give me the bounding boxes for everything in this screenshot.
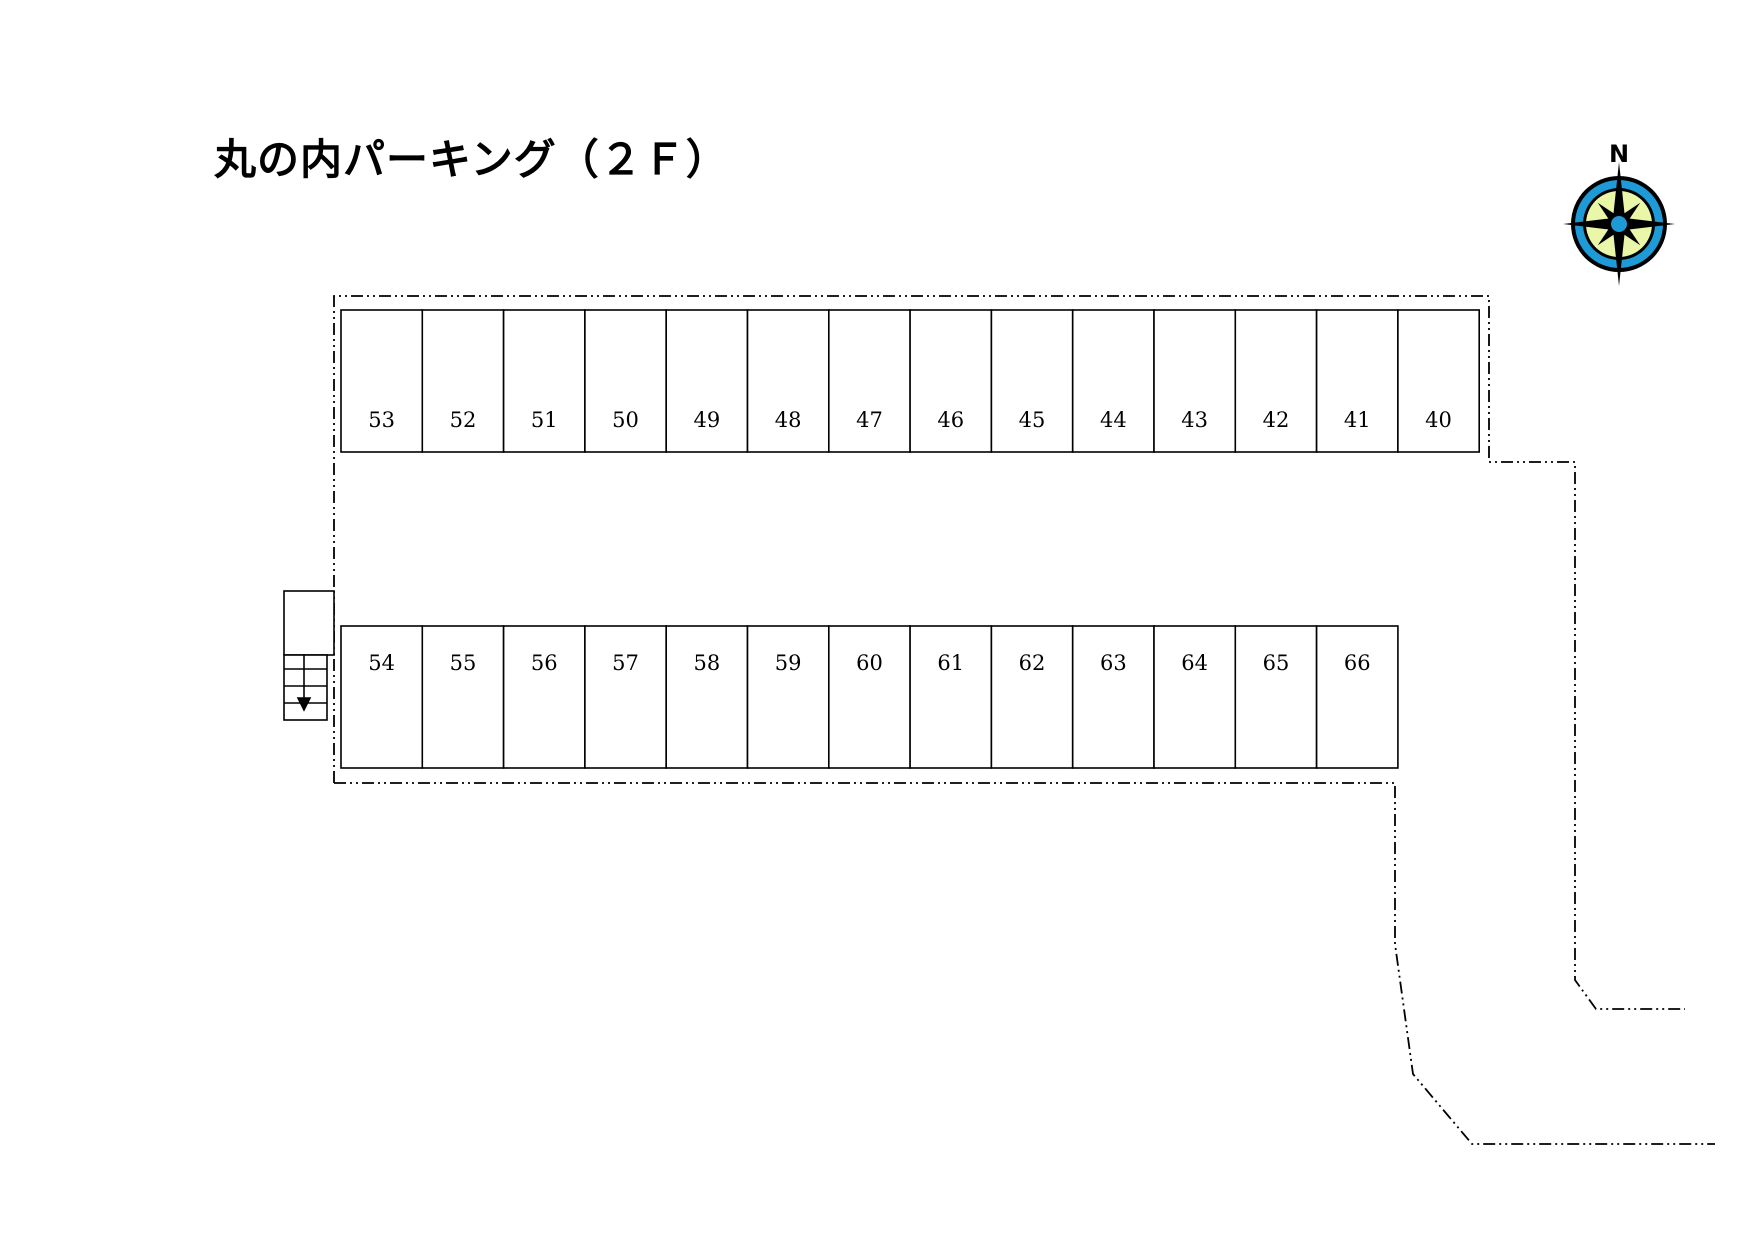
parking-space-number: 57 <box>612 651 639 675</box>
parking-space-number: 58 <box>693 651 720 675</box>
parking-space-number: 65 <box>1263 651 1290 675</box>
parking-space-number: 41 <box>1344 408 1371 432</box>
parking-space[interactable]: 52 <box>421 309 505 453</box>
parking-space[interactable]: 42 <box>1234 309 1318 453</box>
parking-space-number: 50 <box>612 408 639 432</box>
stair-down-icon[interactable] <box>283 590 335 721</box>
compass-north-icon: N <box>1563 140 1675 286</box>
parking-space[interactable]: 47 <box>827 309 911 453</box>
parking-space-number: 64 <box>1181 651 1208 675</box>
parking-space[interactable]: 41 <box>1315 309 1399 453</box>
parking-space-number: 54 <box>368 651 395 675</box>
parking-space-number: 42 <box>1263 408 1290 432</box>
parking-space[interactable]: 59 <box>746 625 830 769</box>
parking-space-number: 55 <box>450 651 477 675</box>
parking-space-number: 60 <box>856 651 883 675</box>
parking-space[interactable]: 60 <box>827 625 911 769</box>
parking-space[interactable]: 49 <box>665 309 749 453</box>
parking-space-number: 51 <box>531 408 558 432</box>
page-title: 丸の内パーキング（２Ｆ） <box>214 135 729 184</box>
parking-space[interactable]: 58 <box>665 625 749 769</box>
parking-space-number: 40 <box>1425 408 1452 432</box>
parking-space[interactable]: 53 <box>340 309 424 453</box>
parking-space[interactable]: 48 <box>746 309 830 453</box>
parking-space[interactable]: 46 <box>909 309 993 453</box>
parking-space-number: 62 <box>1019 651 1046 675</box>
parking-space-number: 61 <box>937 651 964 675</box>
bottom-row-spaces: 54 55 56 57 58 59 60 61 62 63 64 65 66 <box>340 625 1399 769</box>
parking-space[interactable]: 63 <box>1071 625 1155 769</box>
parking-space-number: 66 <box>1344 651 1371 675</box>
parking-space[interactable]: 54 <box>340 625 424 769</box>
parking-space-number: 46 <box>937 408 964 432</box>
parking-space[interactable]: 65 <box>1234 625 1318 769</box>
compass-north-label: N <box>1609 140 1629 168</box>
parking-space-number: 63 <box>1100 651 1127 675</box>
parking-space-number: 47 <box>856 408 883 432</box>
parking-space-number: 52 <box>450 408 477 432</box>
parking-space[interactable]: 50 <box>584 309 668 453</box>
parking-space[interactable]: 43 <box>1153 309 1237 453</box>
parking-space[interactable]: 40 <box>1397 309 1481 453</box>
top-row-spaces: 53 52 51 50 49 48 47 46 45 44 43 42 41 40 <box>340 309 1481 453</box>
parking-space[interactable]: 56 <box>502 625 586 769</box>
parking-space[interactable]: 66 <box>1315 625 1399 769</box>
boundary-line <box>333 295 1715 1145</box>
parking-space[interactable]: 61 <box>909 625 993 769</box>
parking-space[interactable]: 51 <box>502 309 586 453</box>
parking-space[interactable]: 57 <box>584 625 668 769</box>
parking-space-number: 48 <box>775 408 802 432</box>
parking-space-number: 53 <box>368 408 395 432</box>
parking-space-number: 43 <box>1181 408 1208 432</box>
parking-space[interactable]: 44 <box>1071 309 1155 453</box>
parking-space-number: 44 <box>1100 408 1127 432</box>
parking-space[interactable]: 62 <box>990 625 1074 769</box>
parking-space-number: 45 <box>1019 408 1046 432</box>
parking-space-number: 49 <box>693 408 720 432</box>
parking-space[interactable]: 55 <box>421 625 505 769</box>
parking-space-number: 56 <box>531 651 558 675</box>
parking-space[interactable]: 45 <box>990 309 1074 453</box>
parking-space-number: 59 <box>775 651 802 675</box>
parking-space[interactable]: 64 <box>1153 625 1237 769</box>
